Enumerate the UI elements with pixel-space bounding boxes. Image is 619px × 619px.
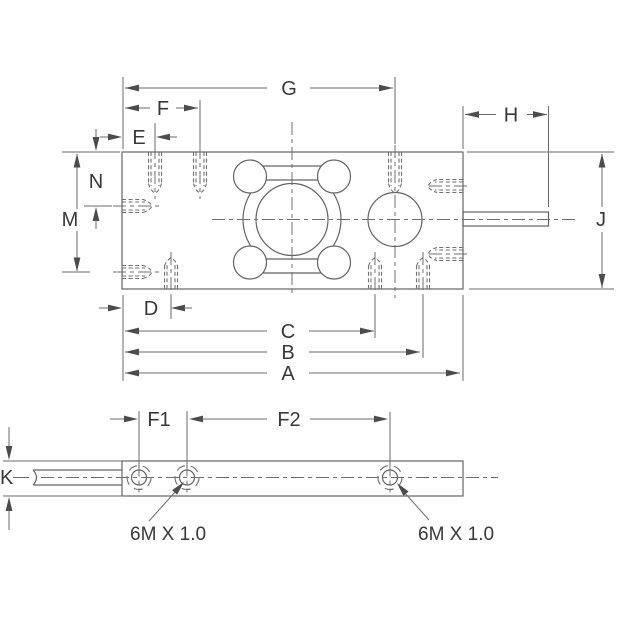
top-view-dimensions: G F E H	[62, 77, 614, 385]
corner-hole-top-left	[232, 159, 268, 194]
dim-label-n: N	[89, 171, 103, 193]
centerlines	[113, 122, 579, 298]
dim-label-c: C	[281, 321, 295, 343]
dimension-H: H	[465, 105, 547, 127]
dimension-C: C	[125, 321, 374, 343]
dimension-F2: F2	[202, 409, 388, 431]
dim-label-h: H	[504, 105, 518, 127]
side-view	[3, 460, 498, 497]
dimension-N: N	[89, 129, 103, 229]
dimension-E: E	[100, 127, 177, 149]
dimension-F: F	[125, 98, 198, 120]
dimension-G: G	[125, 78, 393, 100]
dim-label-f: F	[157, 98, 169, 120]
dim-label-a: A	[281, 363, 295, 385]
dimension-J: J	[596, 153, 606, 288]
thread-callout-right: 6M X 1.0	[394, 480, 494, 545]
dimension-M: M	[62, 153, 81, 272]
dim-label-f1: F1	[147, 409, 170, 431]
dimension-B: B	[125, 342, 420, 364]
dim-label-f2: F2	[277, 409, 300, 431]
corner-hole-bottom-left	[232, 245, 268, 280]
thread-callout-left-label: 6M X 1.0	[130, 524, 206, 545]
dim-label-j: J	[596, 209, 606, 231]
dim-label-g: G	[281, 78, 297, 100]
dimension-A: A	[125, 363, 460, 385]
dim-label-d: D	[144, 298, 158, 320]
thread-callout-left: 6M X 1.0	[130, 479, 206, 545]
dimension-K: K	[0, 427, 14, 530]
side-view-dimensions: F1 F2 K 6M X 1.0 6M X 1.0	[0, 409, 494, 545]
dim-label-k: K	[0, 467, 14, 489]
dimension-D: D	[99, 298, 192, 320]
thread-callout-right-label: 6M X 1.0	[418, 524, 494, 545]
top-view	[113, 122, 579, 298]
corner-hole-top-right	[316, 159, 352, 194]
side-body-outline	[121, 460, 464, 497]
dimension-F1: F1	[110, 409, 203, 431]
dim-label-m: M	[62, 209, 79, 231]
corner-hole-bottom-right	[316, 245, 352, 280]
side-cable	[32, 469, 122, 486]
dim-label-e: E	[132, 127, 145, 149]
dim-label-b: B	[281, 342, 294, 364]
